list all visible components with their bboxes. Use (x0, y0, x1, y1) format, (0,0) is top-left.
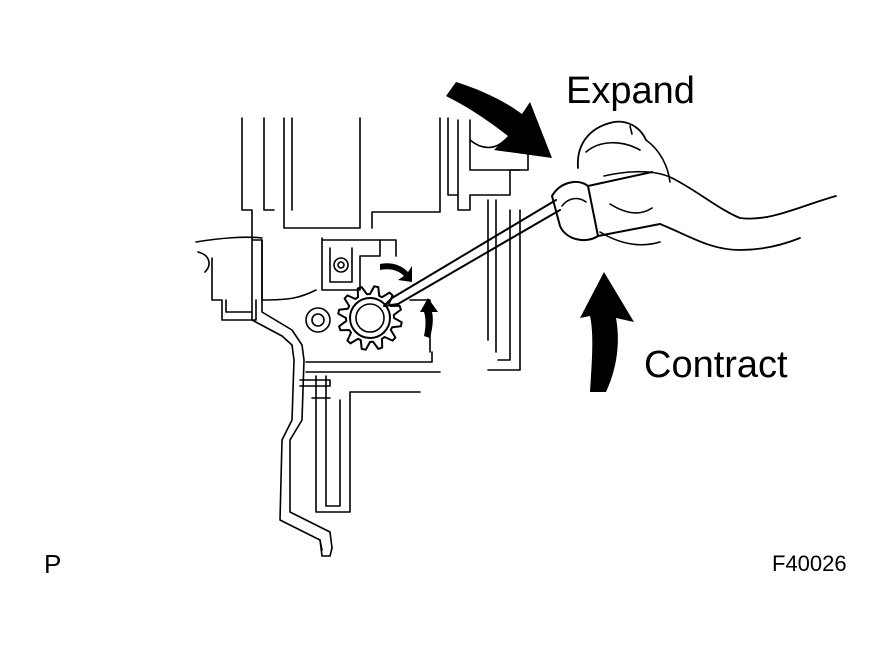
screwdriver (383, 171, 661, 307)
expand-arrow-icon (446, 82, 552, 158)
adjuster-lever (251, 239, 441, 557)
expand-label: Expand (566, 70, 695, 112)
contract-arrow-icon (580, 272, 634, 392)
figure-id-label: F40026 (772, 551, 847, 576)
hand (577, 120, 837, 251)
lever-lift-arrow-icon (420, 298, 438, 338)
contract-label: Contract (644, 344, 788, 386)
pivot-pin (305, 307, 331, 333)
adjuster-bracket (321, 237, 431, 353)
backing-plate (195, 117, 529, 371)
view-code-label: P (44, 549, 62, 579)
wheel-rotation-arrow-icon (380, 263, 412, 282)
star-wheel (337, 285, 403, 351)
